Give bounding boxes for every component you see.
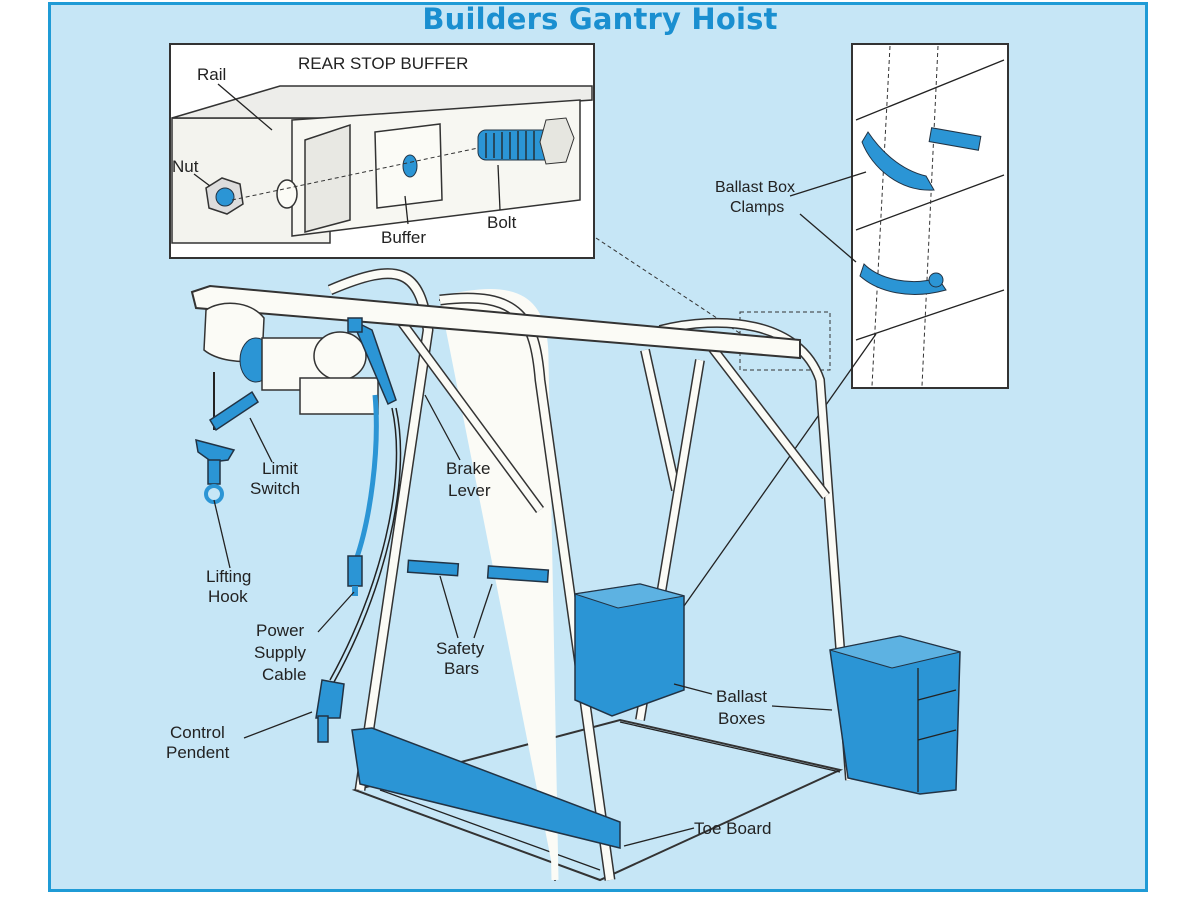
safety-bars-label-2: Bars <box>444 659 479 678</box>
buffer-label: Buffer <box>381 228 426 247</box>
toe-board-label: Toe Board <box>694 819 772 838</box>
limit-switch-label-1: Limit <box>262 459 298 478</box>
rear-stop-callout-line <box>595 237 751 341</box>
rear-stop-buffer-heading: REAR STOP BUFFER <box>298 54 468 73</box>
ballast-box-clamps-label-1: Ballast Box <box>715 179 795 196</box>
control-pendent-label-2: Pendent <box>166 743 230 762</box>
power-supply-cable <box>353 394 379 561</box>
safety-bars-label-1: Safety <box>436 639 485 658</box>
power-supply-cable-label-3: Cable <box>262 665 306 684</box>
rail-label: Rail <box>197 65 226 84</box>
limit-switch <box>208 390 260 432</box>
diagram-title: Builders Gantry Hoist <box>422 2 778 36</box>
limit-switch-label-2: Switch <box>250 479 300 498</box>
ballast-boxes-label-1: Ballast <box>716 687 767 706</box>
control-pendent-label-1: Control <box>170 723 225 742</box>
ballast-clamps-inset <box>851 43 1009 389</box>
ballast-box-front <box>829 635 961 795</box>
ballast-box-clamps-label-2: Clamps <box>730 199 784 216</box>
brake-lever <box>350 318 397 406</box>
clamps-callout-line <box>659 333 877 641</box>
ballast-boxes-label-2: Boxes <box>718 709 765 728</box>
safety-bar-right <box>486 565 550 583</box>
brake-lever-label-1: Brake <box>446 459 490 478</box>
nut-label: Nut <box>172 157 199 176</box>
lifting-hook <box>195 372 260 504</box>
rear-stop-buffer-inset: Rail REAR STOP BUFFER Nut Buffer Bolt <box>169 43 595 259</box>
hoist-unit <box>203 302 397 415</box>
control-pendent <box>315 679 345 743</box>
safety-bar-left <box>406 559 460 577</box>
power-supply-cable-label-2: Supply <box>254 643 306 662</box>
lifting-hook-label-2: Hook <box>208 587 248 606</box>
ballast-box-rear <box>574 583 685 717</box>
power-supply-cable-label-1: Power <box>256 621 305 640</box>
lifting-hook-label-1: Lifting <box>206 567 251 586</box>
bolt-label: Bolt <box>487 213 517 232</box>
toe-board <box>351 727 621 849</box>
brake-lever-label-2: Lever <box>448 481 491 500</box>
